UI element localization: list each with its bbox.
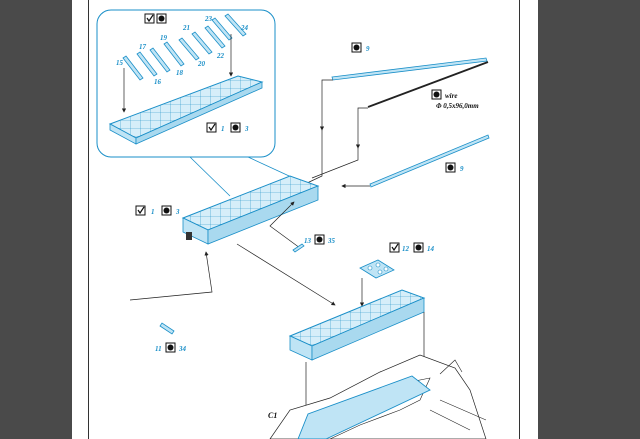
check-box-icon xyxy=(389,242,400,253)
wire-label: wire xyxy=(445,92,457,100)
part-label-34: 34 xyxy=(178,345,187,353)
left-ref-1: 1 xyxy=(151,208,155,216)
part-label-23: 23 xyxy=(204,15,213,23)
wire-spec-label: Φ 0,5x96,0mm xyxy=(436,102,479,110)
small-parts-group xyxy=(122,13,247,81)
part-label-20: 20 xyxy=(197,60,206,68)
part-label-24: 24 xyxy=(240,24,249,32)
main-tray-part xyxy=(181,175,320,245)
top-part-9-label: 9 xyxy=(366,45,370,53)
check-box-icon xyxy=(144,13,155,24)
left-ref-3: 3 xyxy=(175,208,180,216)
part-label-35: 35 xyxy=(327,237,336,245)
inset-header-icons xyxy=(144,13,167,24)
part-label-22: 22 xyxy=(216,52,225,60)
part-label-15: 15 xyxy=(116,59,124,67)
small-plate-part xyxy=(359,259,395,279)
detail-inset: 15 16 17 18 19 20 21 22 23 24 xyxy=(96,9,301,197)
part-label-13: 13 xyxy=(304,237,312,245)
assembly-diagram: 15 16 17 18 19 20 21 22 23 24 xyxy=(96,9,490,439)
inset-ref-3: 3 xyxy=(244,125,249,133)
part-label-21: 21 xyxy=(182,24,190,32)
top-strip-part: 9 xyxy=(331,42,488,81)
part-label-11: 11 xyxy=(155,345,162,353)
check-box-icon xyxy=(135,205,146,216)
part-label-12: 12 xyxy=(402,245,410,253)
wire-part: wire Φ 0,5x96,0mm xyxy=(367,61,489,110)
inset-ref-1: 1 xyxy=(221,125,225,133)
check-box-icon xyxy=(206,122,217,133)
second-tray-part xyxy=(288,289,426,361)
part-label-19: 19 xyxy=(160,34,168,42)
middle-part-9-label: 9 xyxy=(460,165,464,173)
part-label-16: 16 xyxy=(154,78,162,86)
fuselage-section xyxy=(269,354,487,439)
middle-strip-part: 9 xyxy=(369,134,490,188)
inset-tray-part xyxy=(108,75,264,145)
section-label-c1: C1 xyxy=(268,411,277,420)
part-label-17: 17 xyxy=(139,43,147,51)
part-label-14: 14 xyxy=(427,245,435,253)
part-label-18: 18 xyxy=(176,69,184,77)
instruction-page: 15 16 17 18 19 20 21 22 23 24 xyxy=(72,0,538,439)
